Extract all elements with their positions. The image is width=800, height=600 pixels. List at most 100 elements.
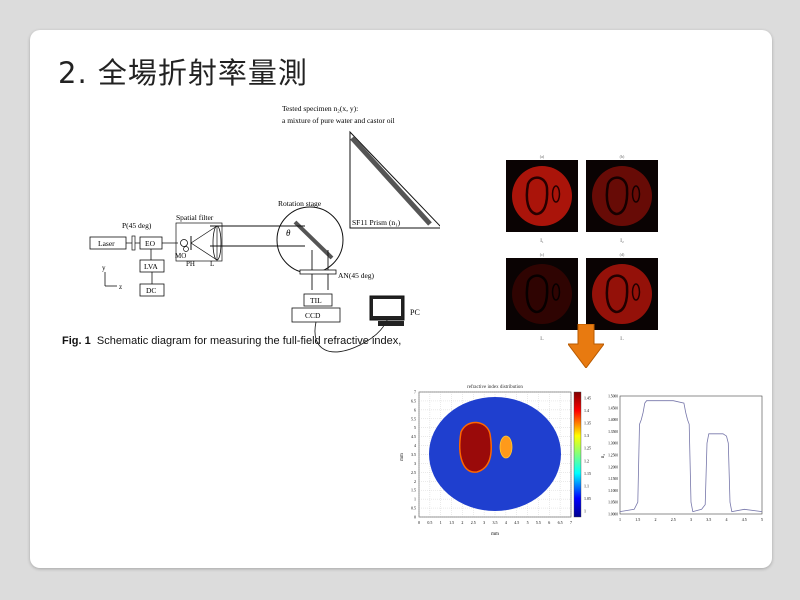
cmap-colorbar [573, 391, 582, 518]
label-lva: LVA [144, 262, 158, 271]
photo-region-small [631, 283, 641, 301]
cmap-disk [429, 397, 561, 511]
til-box [303, 293, 333, 307]
photo-region-outline [525, 176, 549, 216]
specimen-layer [350, 136, 432, 226]
profile-xtick: 4.5 [742, 517, 747, 522]
cmap-colorbar-tick: 1.1 [584, 483, 589, 488]
pc-screen [373, 299, 401, 316]
profile-ytick: 1.2000 [608, 465, 618, 469]
label-z: z [119, 283, 122, 291]
profile-ytick: 1.1000 [608, 489, 618, 493]
label-pc: PC [410, 308, 420, 317]
cmap-xtick: 6 [548, 520, 550, 525]
collimating-lens [212, 225, 222, 261]
ccd-box [291, 307, 341, 323]
label-til: TIL [310, 296, 322, 305]
photo-2: (c)I₃ [506, 252, 578, 340]
cmap-xtick: 1 [440, 520, 442, 525]
profile-line [619, 400, 763, 513]
prism [349, 130, 440, 229]
caption-fig: Fig. 1 [62, 335, 91, 347]
mo-lens [180, 239, 188, 247]
cmap-ytick: 2 [414, 479, 416, 484]
cmap-colorbar-tick: 1.45 [584, 396, 591, 401]
photo-label: I₁ [540, 239, 544, 244]
profile-ytick: 1.1500 [608, 477, 618, 481]
cmap-xtick: 4.5 [514, 520, 519, 525]
cmap-region-mid [499, 435, 513, 459]
cmap-xtick: 0 [418, 520, 420, 525]
cmap-ytick: 6 [414, 407, 416, 412]
cmap-xtick: 0.5 [427, 520, 432, 525]
photo-1: (b) I₂ [586, 154, 658, 244]
cmap-ytick: 1 [414, 497, 416, 502]
figure-caption: Fig. 1 Schematic diagram for measuring t… [62, 335, 401, 347]
profile-ytick: 1.2500 [608, 454, 618, 458]
photo-tag: (b) [620, 154, 625, 159]
label-mixture: a mixture of pure water and castor oil [282, 116, 395, 125]
cmap-title: refractive index distribution [467, 385, 523, 390]
profile-ylabel: n₂ [601, 454, 606, 459]
cmap-ytick: 5.5 [411, 416, 416, 421]
cmap-xtick: 5.5 [536, 520, 541, 525]
photo-disk [512, 166, 572, 226]
photo-region-small [551, 185, 561, 203]
photo-label: I₃ [540, 337, 544, 340]
beam-cone [190, 225, 218, 261]
analyzer [299, 269, 337, 275]
label-theta: θ [286, 228, 291, 238]
cmap-colorbar-tick: 1.25 [584, 446, 591, 451]
label-rotation: Rotation stage [278, 199, 322, 208]
label-spatial: Spatial filter [176, 213, 214, 222]
label-ph: PH [186, 260, 195, 268]
photo-region-outline [525, 274, 549, 314]
label-eo: EO [145, 239, 156, 248]
label-laser: Laser [98, 239, 115, 248]
cmap-ytick: 1.5 [411, 488, 416, 493]
profile-ytick: 1.4500 [608, 406, 618, 410]
profile-ytick: 1.3500 [608, 430, 618, 434]
photo-tag: (a) [540, 154, 545, 159]
label-analyzer: AN(45 deg) [338, 271, 375, 280]
profile-xtick: 4 [726, 517, 728, 522]
slide-title: 2. 全場折射率量測 [58, 56, 308, 90]
cmap-colorbar-tick: 1.4 [584, 408, 589, 413]
photo-region-outline [605, 176, 629, 216]
profile-xtick: 2.5 [671, 517, 676, 522]
cmap-xtick: 2 [461, 520, 463, 525]
cmap-ytick: 6.5 [411, 398, 416, 403]
photo-disk [512, 264, 572, 324]
cmap-colorbar-tick: 1.2 [584, 458, 589, 463]
cmap-ytick: 0 [414, 515, 416, 520]
spatial-bracket [175, 222, 223, 262]
photo-tag: (d) [620, 252, 625, 257]
down-arrow-icon [568, 324, 604, 368]
profile-ytick: 1.5000 [608, 395, 618, 399]
photo-label: I₄ [620, 337, 624, 340]
label-mo: MO [175, 252, 186, 260]
cmap-ytick: 4.5 [411, 434, 416, 439]
cmap-ytick: 7 [414, 390, 416, 395]
cmap-colorbar-tick: 1.15 [584, 471, 591, 476]
label-l: L [210, 260, 214, 268]
cmap-ytick: 4 [414, 443, 416, 448]
label-y: y [102, 264, 106, 272]
cmap-xlabel: mm [491, 532, 499, 537]
photo-disk [592, 264, 652, 324]
photo-3: (d) I₄ [586, 252, 658, 340]
profile-xtick: 2 [655, 517, 657, 522]
profile-xtick: 1 [619, 517, 621, 522]
photo-label: I₂ [620, 239, 624, 244]
refractive-index-profile: 1.50001.45001.40001.35001.30001.25001.20… [601, 395, 763, 523]
label-prism: SF11 Prism (n₁) [352, 218, 401, 227]
mo-lens-2 [183, 246, 189, 252]
cmap-xtick: 3.5 [493, 520, 498, 525]
interference-photos: (a) I₁ (b) I₂ (c)I₃ (d) I₄ [506, 154, 658, 340]
refractive-index-colormap: refractive index distribution 0 0.5 1 1.5 2 2… [400, 385, 591, 537]
schematic-diagram: Tested specimen n₂(x, y): a mixture of p… [89, 104, 440, 353]
profile-ytick: 1.4000 [608, 418, 618, 422]
polarizer [131, 235, 136, 251]
cmap-colorbar-tick: 1.05 [584, 496, 591, 501]
